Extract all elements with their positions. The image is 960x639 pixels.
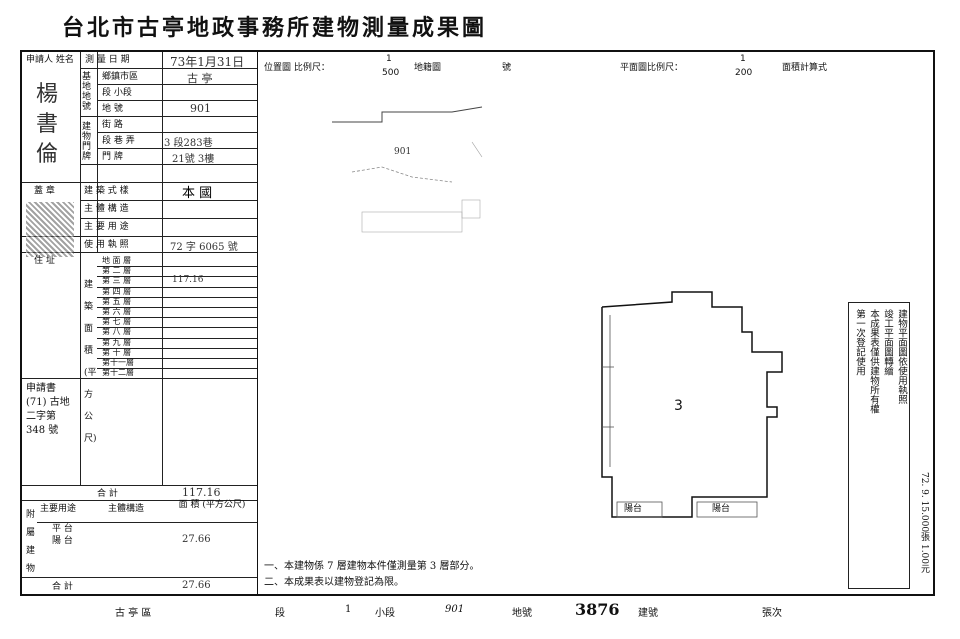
footer-district: 古 亭 區 [115, 608, 152, 619]
side-notice-0: 建物平面圖依使用執照 [896, 309, 907, 404]
annex-label: 附屬建物 [26, 510, 36, 574]
total-value: 117.16 [182, 486, 221, 499]
annex-total-label: 合 計 [52, 582, 73, 592]
floor-label-7: 第 八 層 [102, 327, 132, 337]
floor-label-8: 第 九 層 [102, 337, 132, 347]
area-calc-label: 面積計算式 [782, 63, 828, 73]
annex-value-1: 27.66 [182, 534, 211, 545]
location-map-label: 位置圖 比例尺： [264, 63, 330, 73]
style-label: 建 築 式 樣 [84, 186, 129, 196]
annex-total-value: 27.66 [182, 580, 211, 591]
applicant-seal [26, 202, 74, 257]
lane-label: 段 巷 弄 [102, 136, 135, 146]
floor-label-2: 第 三 層 [102, 276, 132, 286]
side-stamp: 72. 9. 15.000張 1.00元 [919, 472, 929, 574]
floor-label-6: 第 七 層 [102, 317, 132, 327]
location-scale-num: 1 [386, 54, 392, 64]
footer-building-no: 3876 [575, 600, 620, 619]
parcel-number-sketch: 901 [394, 147, 412, 157]
annex-row-1: 陽 台 [52, 536, 73, 546]
section-label: 段 小段 [102, 88, 132, 98]
street-label: 街 路 [102, 120, 123, 130]
floor-label-10: 第十一層 [102, 358, 134, 367]
parcel-label: 地 號 [102, 104, 123, 114]
floor-label-3: 第 四 層 [102, 286, 132, 296]
date-value: 73年1月31日 [170, 55, 245, 69]
plan-scale-label: 平面圖比例尺： [620, 63, 684, 73]
door-label: 建物門牌 [82, 122, 92, 162]
applicant-note: 申請書(71) 古地二字第 348 號 [26, 383, 70, 436]
number-value: 21號 3樓 [172, 154, 215, 165]
township-value: 古 亭 [187, 72, 213, 85]
floor-label-0: 地 面 層 [102, 256, 132, 265]
floor-plan [601, 291, 783, 518]
annex-area-label: 面 積 (平方公尺) [178, 500, 246, 510]
date-label: 測 量 日 期 [85, 55, 130, 65]
survey-form: 申請人 姓名 楊 書 倫 蓋 章 測 量 日 期 73年1月31日 基地地號 鄉… [20, 50, 935, 596]
footer-subsection-label: 小段 [375, 608, 395, 619]
balcony-label-0: 陽台 [624, 504, 643, 514]
floor-label-5: 第 六 層 [102, 307, 132, 316]
side-notice-3: 第一次登記使用 [854, 309, 865, 376]
note-2: 二、本成果表以建物登記為限。 [264, 577, 404, 588]
plan-scale-num: 1 [740, 54, 746, 64]
side-notice-1: 竣工平面圖轉繪 [882, 309, 893, 376]
floor-label-9: 第 十 層 [102, 347, 132, 357]
township-label: 鄉鎮市區 [102, 72, 139, 82]
document-title: 台北市古亭地政事務所建物測量成果圖 [62, 15, 488, 41]
floor-label-1: 第 二 層 [102, 266, 132, 276]
side-notice-2: 本成果表僅供建物所有權 [868, 309, 879, 414]
footer-section-label: 段 [275, 608, 285, 619]
location-scale-den: 500 [382, 68, 400, 78]
map-sheet-suffix: 號 [502, 63, 512, 73]
map-sheet-label: 地籍圖 [414, 63, 442, 73]
floor-label-4: 第 五 層 [102, 296, 132, 306]
area-label: 建築面積(平方公尺) [84, 280, 97, 444]
location-label: 基地地號 [82, 72, 92, 112]
unit-label: 3 [674, 398, 683, 414]
style-value: 本 國 [182, 186, 213, 201]
number-label: 門 牌 [102, 152, 123, 162]
side-notice-box: 建物平面圖依使用執照 竣工平面圖轉繪 本成果表僅供建物所有權 第一次登記使用 [848, 302, 910, 589]
seal-label: 蓋 章 [34, 186, 55, 196]
applicant-label: 申請人 姓名 [26, 55, 74, 65]
location-sketch [332, 106, 483, 233]
footer-section: 1 [345, 604, 352, 615]
note-1: 一、本建物係 7 層建物本件僅測量第 3 層部分。 [264, 561, 480, 572]
permit-value: 72 字 6065 號 [170, 242, 238, 253]
parcel-value: 901 [190, 102, 211, 115]
permit-label: 使 用 執 照 [84, 240, 129, 250]
floor-label-11: 第十二層 [102, 368, 134, 378]
applicant-name: 楊 書 倫 [36, 82, 59, 167]
footer-building-label: 建號 [638, 608, 658, 619]
floor-value-2: 117.16 [172, 275, 204, 286]
left-panel: 申請人 姓名 楊 書 倫 蓋 章 測 量 日 期 73年1月31日 基地地號 鄉… [22, 52, 258, 594]
footer-parcel-label: 地號 [512, 608, 532, 619]
total-label: 合 計 [97, 489, 118, 499]
footer-parcel: 901 [445, 604, 465, 615]
annex-use-label: 主要用途 [40, 504, 77, 514]
structure-label: 主 體 構 造 [84, 204, 129, 214]
address-label: 住 址 [34, 256, 55, 266]
use-label: 主 要 用 途 [84, 222, 129, 232]
footer-sheet-label: 張次 [762, 608, 782, 619]
plan-scale-den: 200 [735, 68, 753, 78]
lane-value: 3 段283巷 [164, 138, 213, 149]
balcony-label-1: 陽台 [712, 504, 731, 514]
annex-row-0: 平 台 [52, 524, 73, 534]
annex-struct-label: 主體構造 [108, 504, 145, 514]
